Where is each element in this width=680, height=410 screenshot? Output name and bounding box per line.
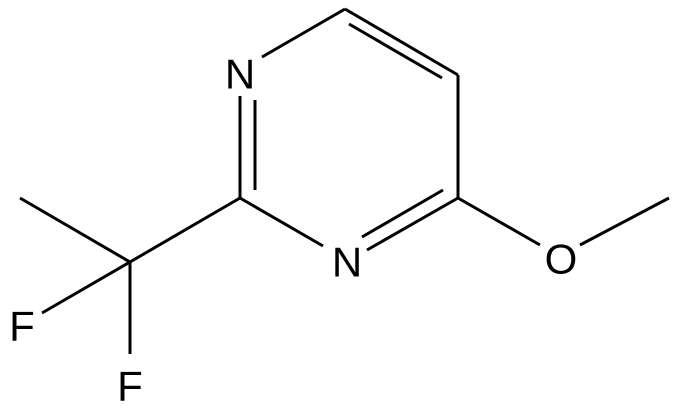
bond-c6-c5-double-outer — [344, 7, 459, 77]
atom-label-n3: N — [332, 239, 362, 286]
bond-c2-cf2 — [129, 196, 241, 264]
bond-c6-c5-double-inner — [348, 22, 443, 80]
bond-c4-n3 — [366, 196, 459, 252]
bond-c2-n3 — [239, 196, 324, 248]
bond-cf2-f1 — [41, 260, 131, 315]
atom-label-f2: F — [117, 363, 143, 410]
bond-c4-o — [457, 196, 541, 247]
bond-c6-n1 — [261, 7, 346, 59]
atom-label-f1: F — [9, 303, 35, 350]
bond-cf2-methyl — [19, 196, 131, 264]
bond-c4-n3-double-inner — [361, 188, 444, 239]
bond-o-methyl — [579, 196, 670, 247]
atom-label-n1: N — [225, 51, 255, 98]
atom-label-o: O — [545, 236, 578, 283]
